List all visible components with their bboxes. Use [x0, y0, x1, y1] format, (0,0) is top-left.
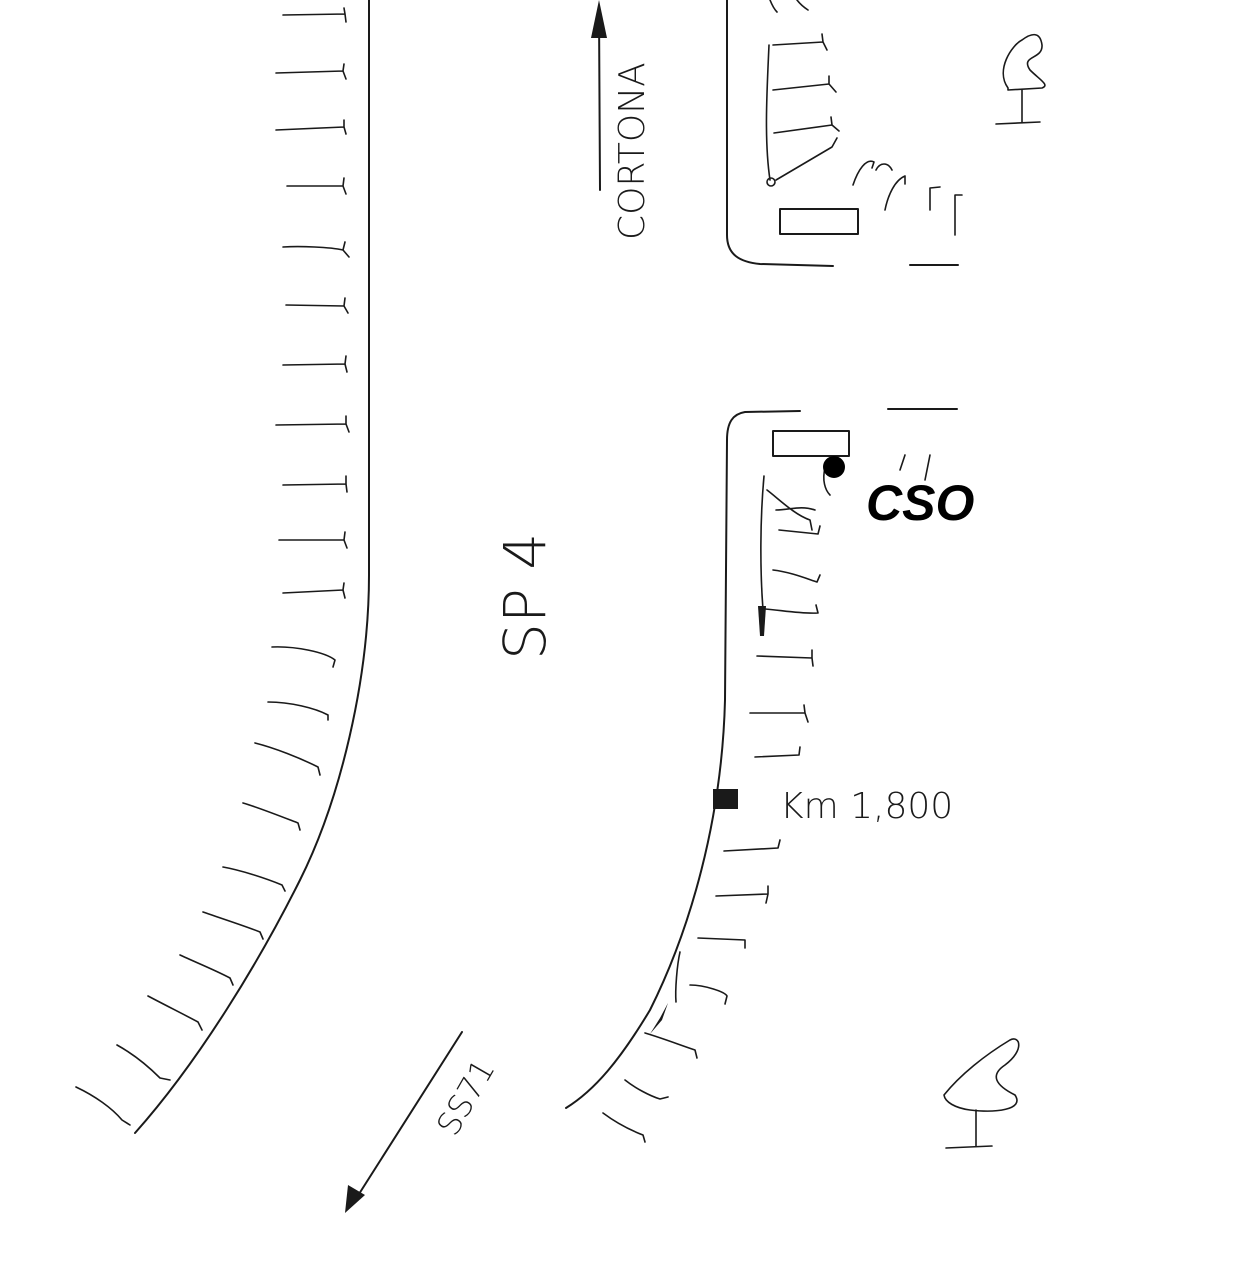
left-road-edge	[134, 0, 370, 1134]
post-icon-upper	[766, 177, 776, 187]
arrow-up-icon	[591, 0, 607, 191]
location-dot-icon	[823, 456, 845, 478]
tree-icon	[943, 1038, 1020, 1149]
junction-edge-lower-left	[726, 410, 801, 441]
road-label: SP 4	[491, 533, 559, 660]
marker-label: CSO	[866, 475, 974, 531]
tree-icon	[995, 33, 1046, 125]
right-road-edge-upper	[726, 0, 834, 267]
left-embankment-hatching	[75, 7, 350, 1126]
post-icon-lower	[650, 1003, 668, 1034]
north-direction-label: CORTONA	[612, 62, 653, 240]
upper-embankment-hatching	[765, 0, 963, 236]
km-label: Km 1,800	[780, 786, 953, 827]
sign-plate-lower	[772, 430, 850, 457]
sign-plate-upper	[779, 208, 859, 235]
lower-embankment-hatching	[602, 454, 931, 1143]
post-icon-middle	[758, 606, 766, 636]
arrow-down-left-icon	[345, 1031, 463, 1213]
milestone-icon	[713, 789, 738, 809]
right-road-edge-lower	[565, 439, 728, 1109]
